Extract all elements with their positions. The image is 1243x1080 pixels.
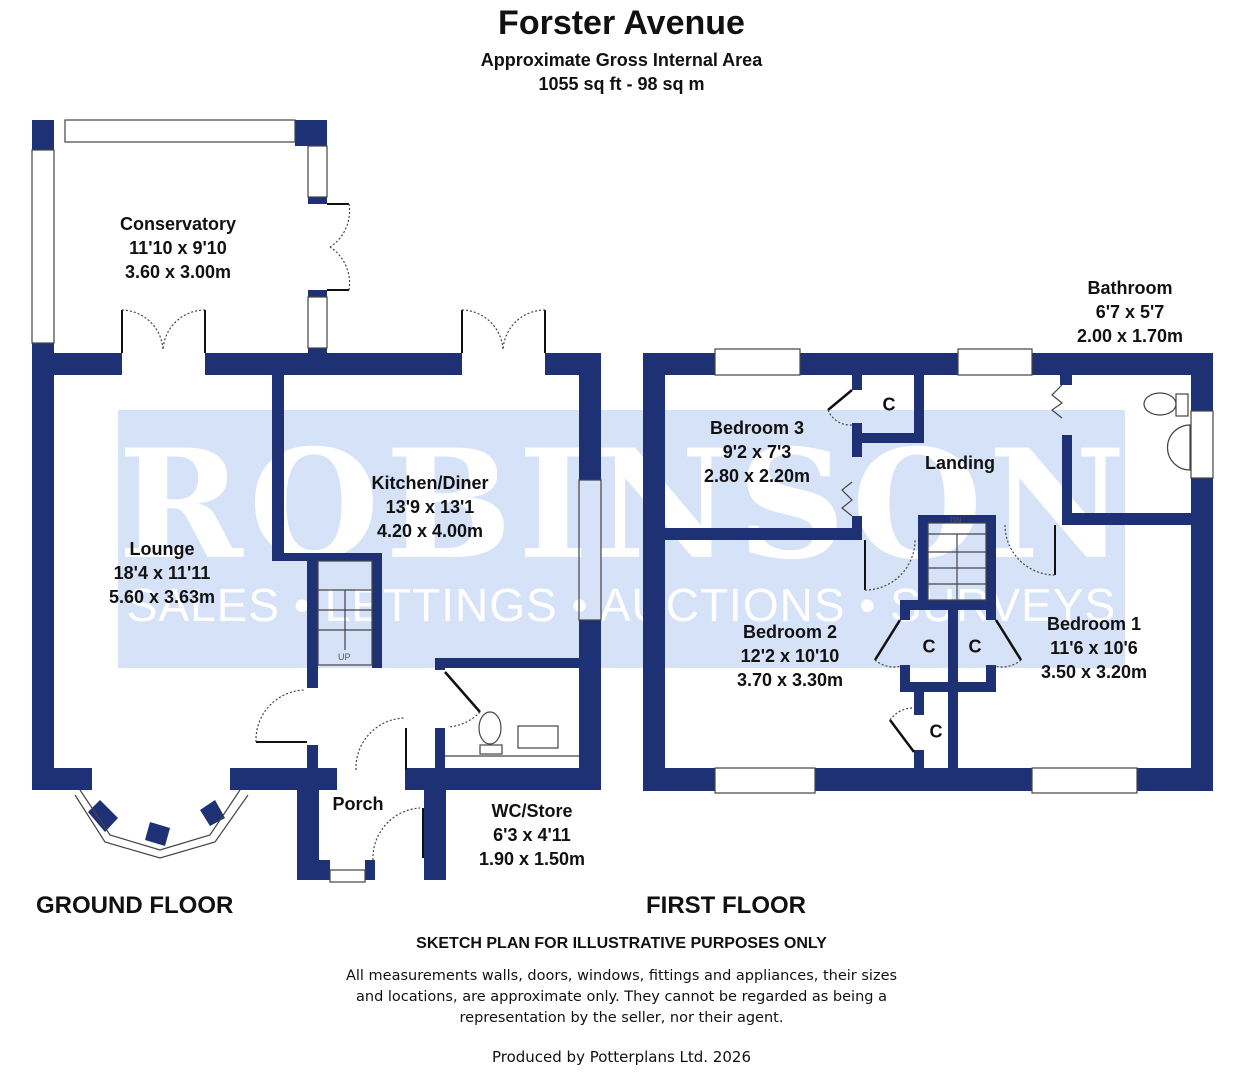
room-name: Conservatory: [119, 214, 237, 234]
watermark-brand: ROBINSONS: [118, 417, 1243, 593]
room-lounge: Lounge 18'4 x 11'11 5.60 x 3.63m: [109, 537, 215, 609]
disclaimer-text: All measurements walls, doors, windows, …: [345, 968, 898, 1026]
room-metric: 3.50 x 3.20m: [1040, 662, 1148, 682]
room-name: Bathroom: [1087, 278, 1173, 298]
room-metric: 2.80 x 2.20m: [703, 466, 811, 486]
room-metric: 3.70 x 3.30m: [736, 670, 844, 690]
room-bedroom-3: Bedroom 3 9'2 x 7'3 2.80 x 2.20m: [704, 416, 810, 488]
stairs-up-label: UP: [338, 652, 351, 662]
room-name: Lounge: [129, 539, 195, 559]
room-name: Porch: [332, 794, 384, 814]
room-imperial: 13'9 x 13'1: [385, 497, 475, 517]
ground-floor-label: GROUND FLOOR: [36, 892, 234, 919]
sketch-plan-notice: SKETCH PLAN FOR ILLUSTRATIVE PURPOSES ON…: [416, 935, 827, 952]
stairs-down-label: DN: [950, 516, 962, 525]
area-value: 1055 sq ft - 98 sq m: [538, 74, 705, 94]
room-metric: 4.20 x 4.00m: [376, 521, 484, 541]
room-wc-store: WC/Store 6'3 x 4'11 1.90 x 1.50m: [479, 799, 585, 871]
room-imperial: 11'10 x 9'10: [129, 238, 227, 258]
room-imperial: 18'4 x 11'11: [113, 563, 211, 583]
walls: [32, 120, 1213, 880]
room-metric: 5.60 x 3.63m: [108, 587, 216, 607]
room-name: Bedroom 3: [709, 418, 805, 438]
closet-left: C: [922, 636, 936, 657]
room-kitchen-diner: Kitchen/Diner 13'9 x 13'1 4.20 x 4.00m: [371, 471, 488, 543]
windows-doors: [31, 119, 1214, 883]
closet-bedroom-2: C: [929, 721, 943, 742]
room-landing: Landing: [925, 451, 995, 475]
room-imperial: 6'7 x 5'7: [1095, 302, 1165, 322]
room-imperial: 12'2 x 10'10: [740, 646, 840, 666]
room-bedroom-2: Bedroom 2 12'2 x 10'10 3.70 x 3.30m: [737, 620, 843, 692]
room-bedroom-1: Bedroom 1 11'6 x 10'6 3.50 x 3.20m: [1041, 612, 1147, 684]
plan-title: Forster Avenue: [498, 4, 745, 42]
room-imperial: 6'3 x 4'11: [493, 825, 571, 845]
closet-bedroom-3: C: [882, 394, 896, 415]
room-name: Kitchen/Diner: [371, 473, 489, 493]
first-floor-label: FIRST FLOOR: [646, 892, 806, 919]
room-imperial: 11'6 x 10'6: [1050, 638, 1138, 658]
room-name: Bedroom 1: [1046, 614, 1142, 634]
closet-right: C: [968, 636, 982, 657]
room-name: WC/Store: [491, 801, 573, 821]
room-name: Landing: [925, 453, 995, 473]
room-metric: 2.00 x 1.70m: [1076, 326, 1184, 346]
room-bathroom: Bathroom 6'7 x 5'7 2.00 x 1.70m: [1077, 276, 1183, 348]
room-imperial: 9'2 x 7'3: [722, 442, 792, 462]
room-porch: Porch: [332, 792, 383, 816]
area-subtitle: Approximate Gross Internal Area: [480, 50, 763, 70]
room-metric: 3.60 x 3.00m: [124, 262, 232, 282]
room-name: Bedroom 2: [742, 622, 838, 642]
producer-credit: Produced by Potterplans Ltd. 2026: [491, 1048, 752, 1066]
room-conservatory: Conservatory 11'10 x 9'10 3.60 x 3.00m: [120, 212, 236, 284]
room-metric: 1.90 x 1.50m: [478, 849, 586, 869]
